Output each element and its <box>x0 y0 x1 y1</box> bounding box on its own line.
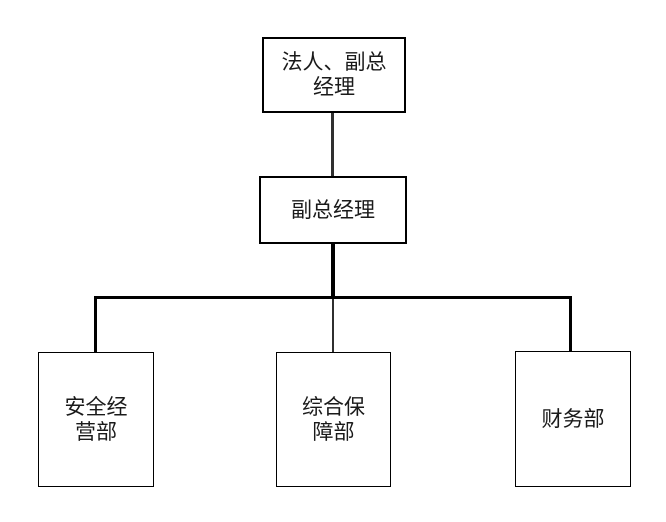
connector-drop-to-finance <box>568 295 572 351</box>
connector-deputy-stem <box>331 244 335 299</box>
org-node-label-line: 副总经理 <box>291 198 375 222</box>
org-node-label-line: 障部 <box>312 420 355 444</box>
org-node-label-line: 法人、副总 <box>281 51 387 74</box>
connector-drop-to-support <box>332 299 334 352</box>
org-node-finance-dept: 财务部 <box>515 351 631 487</box>
connector-root-to-deputy <box>331 113 334 176</box>
org-node-label-line: 安全经 <box>64 395 128 419</box>
org-node-label-line: 财务部 <box>541 407 605 431</box>
org-node-label-line: 综合保 <box>302 395 365 419</box>
connector-drop-to-safety <box>93 295 97 352</box>
org-node-deputy-gm: 副总经理 <box>259 176 407 244</box>
org-node-legal-deputy-gm: 法人、副总 经理 <box>262 37 406 113</box>
connector-horizontal-bus <box>93 295 572 299</box>
org-node-comprehensive-support-dept: 综合保 障部 <box>276 352 391 487</box>
org-node-label-line: 经理 <box>313 76 355 99</box>
org-node-label-line: 营部 <box>75 420 117 444</box>
org-node-safety-operations-dept: 安全经 营部 <box>38 352 154 487</box>
